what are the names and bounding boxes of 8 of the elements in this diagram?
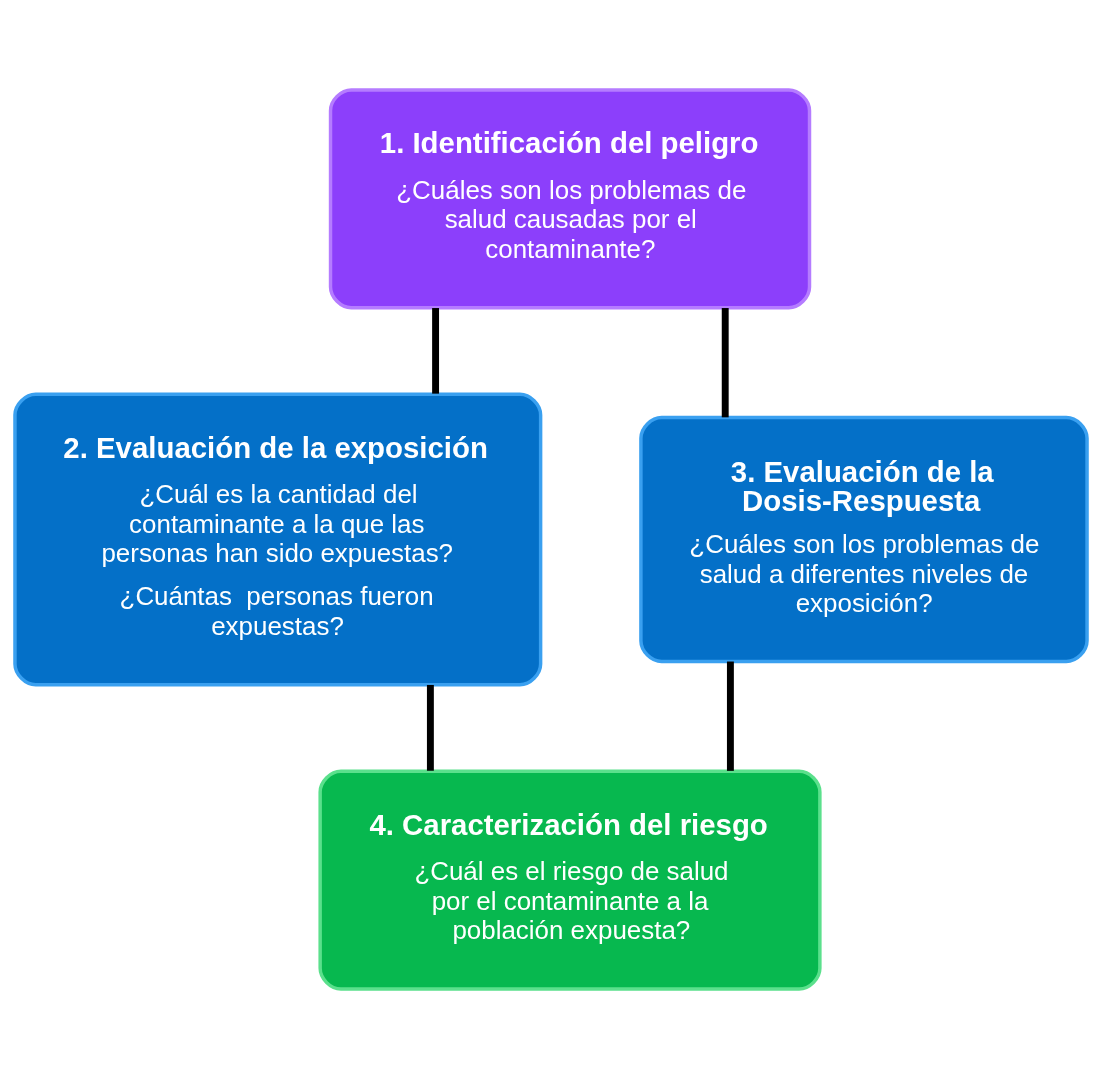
node-box: 4. Caracterización del riesgo ¿Cuál es el riesgo de salud por el contaminante a la población expuesta? (318, 769, 822, 991)
connector (426, 684, 434, 771)
node-box: 3. Evaluación de la Dosis-Respuesta ¿Cuáles son los problemas de salud a diferentes niveles de exposición? (639, 415, 1089, 663)
connector (726, 661, 734, 771)
connector (432, 307, 440, 394)
node-box: 2. Evaluación de la exposición ¿Cuál es la cantidad del contaminante a la que las personas han sido expuestas? ¿Cuántas personas fueron expuestas? (13, 392, 543, 686)
connector (721, 307, 729, 417)
node-box: 1. Identificación del peligro ¿Cuáles son los problemas de salud causadas por el contaminante? (328, 87, 812, 310)
